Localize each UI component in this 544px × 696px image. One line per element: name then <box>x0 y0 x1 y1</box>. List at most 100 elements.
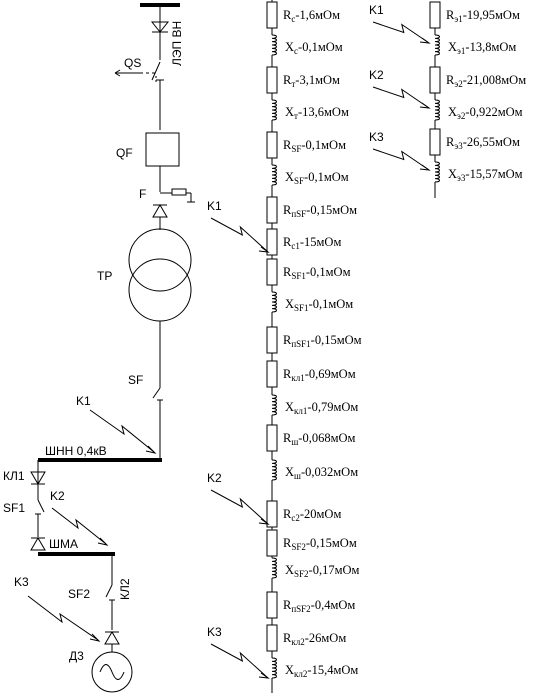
main-equivalent-chain: Rс-1,6мОмXс-0,1мОмRт-3,1мОмXт-13,6мОмRSF… <box>207 0 362 693</box>
arrester-triangle-icon <box>152 204 168 218</box>
label-RSF2: RSF2-0,15мОм <box>283 536 357 552</box>
k1-fault-arrow <box>89 409 155 453</box>
label-Rэ3: Rэ3-26,55мОм <box>446 135 520 151</box>
label-RпSF: RпSF-0,15мОм <box>283 203 357 219</box>
motor-label: Д3 <box>69 649 84 663</box>
label-Rкл1: Rкл1-0,69мОм <box>283 367 356 383</box>
single-line-schematic: ЛЭП ВН QS QF F TP SF K1 <box>3 3 195 693</box>
inductor-ш-icon <box>271 459 277 481</box>
label-Xт: Xт-13,6мОм <box>285 105 349 121</box>
inductor-SF-icon <box>271 164 277 186</box>
k1-fault-label: K1 <box>76 394 91 408</box>
transformer-winding-1 <box>128 228 192 292</box>
label-RпSF2: RпSF2-0,4мОм <box>283 598 355 614</box>
sf-breaker-blade <box>152 387 161 399</box>
eq-fault-K3: K3 <box>369 130 384 144</box>
eq-fault-K2: K2 <box>369 68 384 82</box>
eq-fault-arrow-K1 <box>372 21 430 44</box>
sf1-breaker-blade <box>37 499 45 513</box>
hv-triangle-icon <box>150 21 170 33</box>
bus1-label: ШНН 0,4кВ <box>45 444 107 458</box>
label-XSF: XSF-0,1мОм <box>285 170 349 186</box>
label-RSF: RSF-0,1мОм <box>283 138 346 154</box>
main-fault-K2: K2 <box>207 471 222 485</box>
main-fault-K3: K3 <box>207 625 222 639</box>
main-fault-arrow-K3 <box>210 643 269 679</box>
main-fault-arrow-K2 <box>210 489 269 525</box>
resistor-SF1-icon <box>266 258 278 286</box>
label-Xэ2: Xэ2-0,922мОм <box>448 105 523 121</box>
kl2-cable-icon <box>104 631 120 645</box>
main-fault-arrow-K1 <box>210 217 269 253</box>
resistor-э1-icon <box>429 1 441 29</box>
kl1-cable-icon <box>30 471 46 485</box>
resistor-э3-icon <box>429 128 441 156</box>
k3-fault-arrow <box>27 595 99 641</box>
resistor-с-icon <box>266 1 278 29</box>
sf2-breaker-blade <box>105 584 113 598</box>
f-label: F <box>139 187 146 201</box>
label-Rкл2: Rкл2-26мОм <box>283 631 346 647</box>
main-fault-K1: K1 <box>207 199 222 213</box>
k2-fault-label: K2 <box>50 489 65 503</box>
resistor-SF2-icon <box>266 529 278 557</box>
fuse-box <box>171 188 187 196</box>
transformer-label: TP <box>97 269 112 283</box>
eq-fault-K1: K1 <box>369 3 384 17</box>
kl2-label: КЛ2 <box>118 578 132 600</box>
inductor-кл1-icon <box>271 394 277 416</box>
resistor-с2-icon <box>266 500 278 528</box>
label-Rс: Rс-1,6мОм <box>283 8 340 24</box>
qs-label: QS <box>124 56 141 70</box>
resistor-пSF2-icon <box>266 591 278 619</box>
label-Rш: Rш-0,068мОм <box>283 431 356 447</box>
eq-fault-arrow-K3 <box>372 148 430 171</box>
kl1-label: КЛ1 <box>3 469 25 483</box>
resistor-т-icon <box>266 66 278 94</box>
inductor-э3-icon <box>434 161 440 183</box>
resistor-пSF-icon <box>266 196 278 224</box>
bus2-label: ШМА <box>49 537 78 551</box>
qs-ground-arrow-icon <box>114 69 121 77</box>
label-Xэ3: Xэ3-15,57мОм <box>448 167 523 183</box>
motor-icon <box>91 651 133 693</box>
eq-fault-arrow-K2 <box>372 86 430 109</box>
inductor-с-icon <box>271 34 277 56</box>
label-RпSF1: RпSF1-0,15мОм <box>283 333 362 349</box>
inductor-SF1-icon <box>271 291 277 313</box>
inductor-SF2-icon <box>271 557 277 579</box>
label-Xш: Xш-0,032мОм <box>285 465 358 481</box>
qs-switch-blade <box>151 61 161 81</box>
inductor-э1-icon <box>434 34 440 56</box>
label-Xс: Xс-0,1мОм <box>285 40 343 56</box>
label-Rс1: Rс1-15мОм <box>283 235 341 251</box>
label-Rт: Rт-3,1мОм <box>283 73 340 89</box>
label-Xкл2: Xкл2-15,4мОм <box>285 663 358 679</box>
inductor-э2-icon <box>434 99 440 121</box>
k3-fault-label: K3 <box>14 575 29 589</box>
resistor-ш-icon <box>266 424 278 452</box>
qf-breaker-box <box>145 132 180 167</box>
label-Xэ1: Xэ1-13,8мОм <box>448 40 516 56</box>
sf1-label: SF1 <box>3 501 25 515</box>
hv-line-label: ЛЭП ВН <box>170 21 184 66</box>
label-Rэ2: Rэ2-21,008мОм <box>446 73 526 89</box>
simplified-equivalent-chain: Rэ1-19,95мОмK1Xэ1-13,8мОмRэ2-21,008мОмK2… <box>369 1 526 198</box>
resistor-пSF1-icon <box>266 326 278 354</box>
sf2-label: SF2 <box>68 587 90 601</box>
inductor-кл2-icon <box>271 657 277 679</box>
k2-fault-arrow <box>51 507 107 545</box>
resistor-э2-icon <box>429 66 441 94</box>
resistor-с1-icon <box>266 228 278 256</box>
label-Rс2: Rс2-20мОм <box>283 507 341 523</box>
resistor-SF-icon <box>266 131 278 159</box>
resistor-кл1-icon <box>266 360 278 388</box>
ac-wave-icon <box>99 664 125 680</box>
sf-label: SF <box>128 373 143 387</box>
resistor-кл2-icon <box>266 624 278 652</box>
shma-triangle-icon <box>30 537 46 551</box>
inductor-т-icon <box>271 99 277 121</box>
label-XSF1: XSF1-0,1мОм <box>285 297 353 313</box>
label-Xкл1: Xкл1-0,79мОм <box>285 400 358 416</box>
